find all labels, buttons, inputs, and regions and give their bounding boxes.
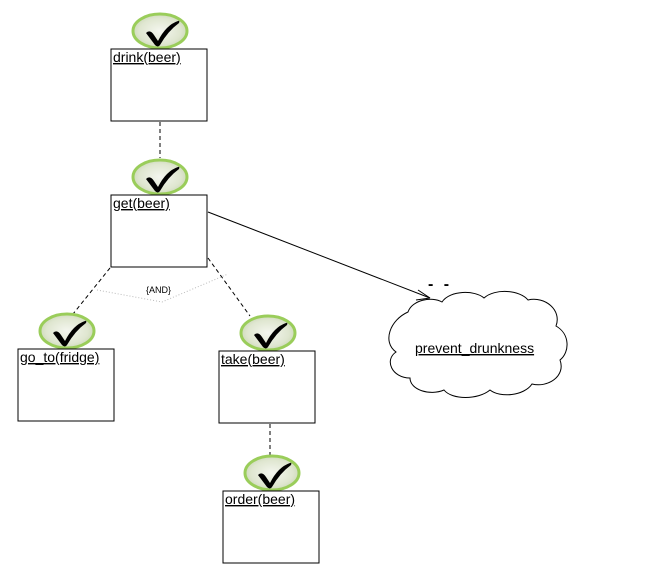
- link-get-gotofridge: [72, 267, 111, 315]
- goal-get-beer[interactable]: get(beer): [110, 158, 208, 268]
- goal-label: take(beer): [221, 351, 285, 367]
- goal-box: [110, 48, 208, 122]
- goal-box: [222, 490, 320, 564]
- achieved-badge: [131, 158, 189, 196]
- achieved-badge: [131, 12, 189, 50]
- goal-label: drink(beer): [113, 49, 181, 65]
- achieved-badge: [239, 314, 297, 352]
- contribution-label: - -: [428, 276, 452, 293]
- achieved-badge: [243, 454, 301, 492]
- achieved-badge: [38, 312, 96, 350]
- contribution-link: [207, 211, 431, 299]
- and-decomposition-arc: [96, 273, 229, 303]
- goal-box: [218, 350, 316, 424]
- link-get-takebeer: [207, 257, 251, 317]
- goal-box: [110, 194, 208, 268]
- goal-label: get(beer): [113, 195, 170, 211]
- goal-take-beer[interactable]: take(beer): [218, 314, 316, 424]
- and-decomposition-label: {AND}: [146, 285, 171, 295]
- softgoal-cloud[interactable]: [388, 291, 568, 398]
- goal-order-beer[interactable]: order(beer): [222, 454, 320, 564]
- goal-label: go_to(fridge): [20, 349, 99, 365]
- goal-box: [17, 348, 115, 422]
- goal-drink-beer[interactable]: drink(beer): [110, 12, 208, 122]
- softgoal-label: prevent_drunkness: [415, 340, 534, 356]
- goal-go-to-fridge[interactable]: go_to(fridge): [17, 312, 115, 422]
- goal-label: order(beer): [225, 491, 295, 507]
- contribution-arrowhead: [415, 289, 431, 301]
